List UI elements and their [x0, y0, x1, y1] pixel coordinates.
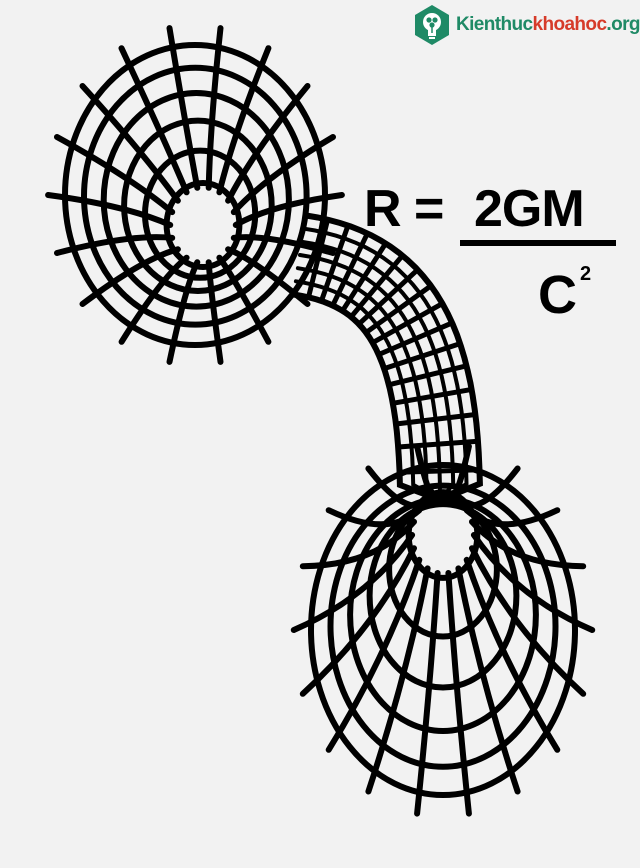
watermark-part1: Kienthuc	[456, 14, 532, 35]
formula-exponent: 2	[580, 264, 591, 284]
bottom-funnel-ring	[350, 499, 536, 731]
top-funnel	[48, 28, 342, 362]
bottom-funnel	[294, 446, 592, 813]
formula-radius-symbol: R	[364, 183, 402, 235]
watermark-text: Kienthuckhoahoc.org	[456, 14, 640, 36]
site-watermark: Kienthuckhoahoc.org	[412, 4, 638, 46]
formula-equals-sign: =	[414, 183, 444, 235]
lightbulb-tree-icon	[412, 4, 452, 46]
top-funnel-ring	[104, 93, 289, 307]
formula-denominator: C	[538, 268, 577, 322]
formula-fraction-bar	[460, 240, 616, 246]
watermark-part3: .org	[606, 14, 640, 35]
wormhole-tube	[294, 216, 480, 501]
formula-numerator: 2GM	[474, 183, 584, 235]
top-funnel-spoke	[209, 28, 221, 188]
watermark-part2: khoahoc	[532, 14, 606, 35]
